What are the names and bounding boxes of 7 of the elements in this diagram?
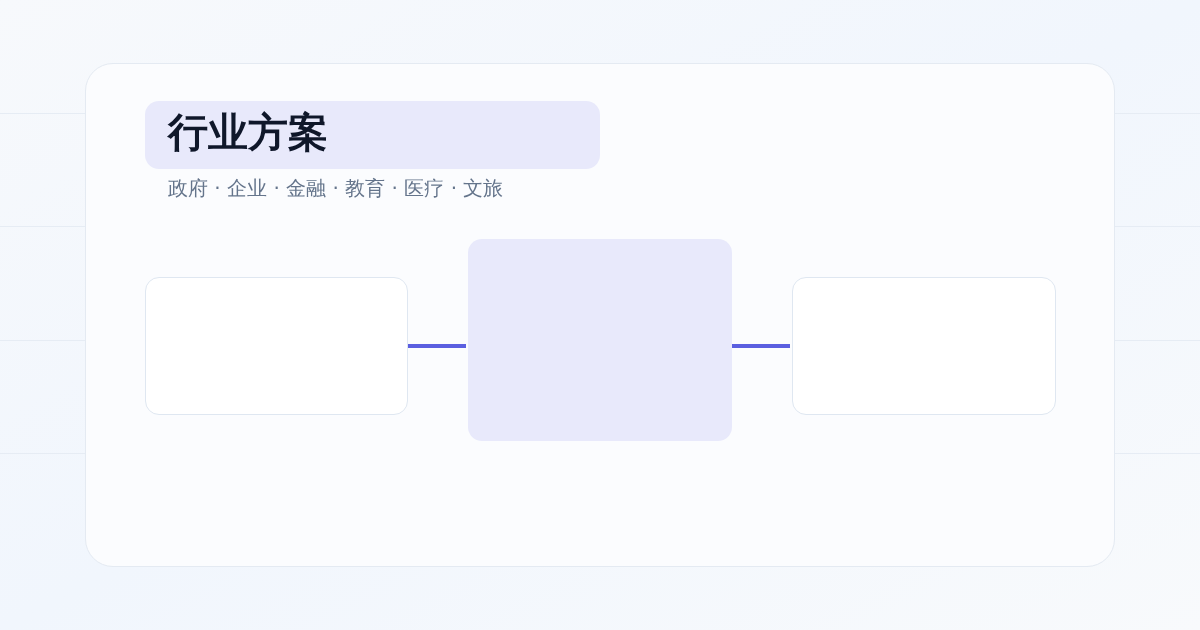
subtitle: 政府 · 企业 · 金融 · 教育 · 医疗 · 文旅 bbox=[168, 175, 504, 202]
title: 行业方案 bbox=[168, 108, 328, 157]
empty-box bbox=[792, 277, 1056, 415]
empty-box bbox=[145, 277, 408, 415]
empty-box bbox=[468, 239, 732, 441]
connector-line bbox=[408, 344, 466, 348]
connector-line bbox=[732, 344, 790, 348]
